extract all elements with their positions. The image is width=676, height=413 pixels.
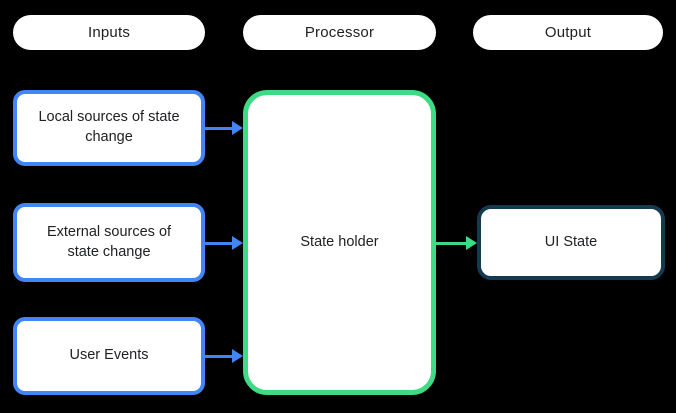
arrow-shaft: [205, 126, 234, 130]
arrow-shaft: [205, 354, 234, 358]
column-header-inputs-label: Inputs: [87, 24, 131, 41]
column-header-processor-label: Processor: [304, 24, 375, 41]
arrow-head: [232, 121, 243, 135]
column-header-processor: Processor: [243, 15, 436, 50]
ui-state-box: UI State: [477, 205, 665, 280]
arrow-head: [232, 236, 243, 250]
arrow-shaft: [205, 241, 234, 245]
ui-state-box-label: UI State: [544, 233, 598, 250]
input-box-user-events: User Events: [13, 317, 205, 395]
arrow-local-sources-to-state-holder-icon: [205, 121, 243, 135]
column-header-inputs: Inputs: [13, 15, 205, 50]
state-holder-box: State holder: [243, 90, 436, 395]
input-box-external-sources-label: External sources of state change: [46, 223, 172, 260]
column-header-output-label: Output: [544, 24, 592, 41]
arrow-state-holder-to-ui-state-icon: [436, 236, 477, 250]
arrow-external-sources-to-state-holder-icon: [205, 236, 243, 250]
input-box-user-events-label: User Events: [69, 347, 149, 364]
arrow-head: [466, 236, 477, 250]
input-box-external-sources: External sources of state change: [13, 203, 205, 282]
arrow-head: [232, 349, 243, 363]
state-holder-box-label: State holder: [300, 233, 379, 250]
input-box-local-sources-label: Local sources of state change: [38, 109, 180, 145]
arrow-shaft: [436, 241, 468, 245]
arrow-user-events-to-state-holder-icon: [205, 349, 243, 363]
input-box-local-sources: Local sources of state change: [13, 90, 205, 166]
column-header-output: Output: [473, 15, 663, 50]
